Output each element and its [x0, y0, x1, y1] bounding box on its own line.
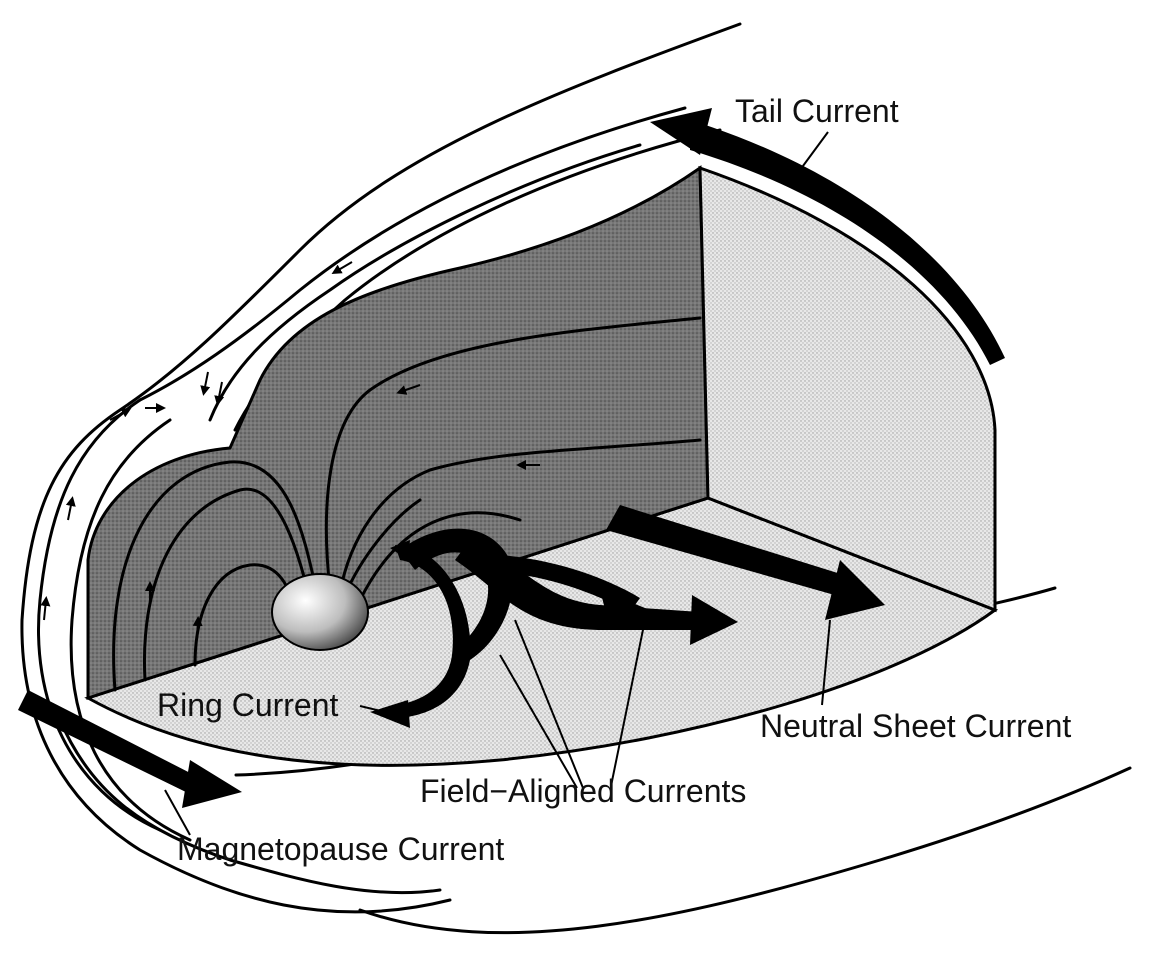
label-leaders — [164, 131, 831, 836]
magnetopause-current-label: Magnetopause Current — [177, 831, 504, 867]
tail-current-label: Tail Current — [735, 93, 899, 129]
tail-current-arrow — [650, 108, 1005, 365]
field-aligned-currents-label: Field−Aligned Currents — [420, 773, 746, 809]
ring-current-label: Ring Current — [157, 687, 339, 723]
neutral-sheet-current-arrow — [606, 505, 885, 620]
neutral-sheet-current-label: Neutral Sheet Current — [760, 708, 1071, 744]
tail-cross-section-panel — [698, 165, 997, 613]
closed-field-lines — [112, 316, 702, 692]
ring-current-arrow — [370, 540, 471, 728]
field-aligned-current-arrows — [400, 528, 738, 660]
magnetopause-current-arrow — [18, 690, 242, 808]
earth — [271, 573, 369, 651]
